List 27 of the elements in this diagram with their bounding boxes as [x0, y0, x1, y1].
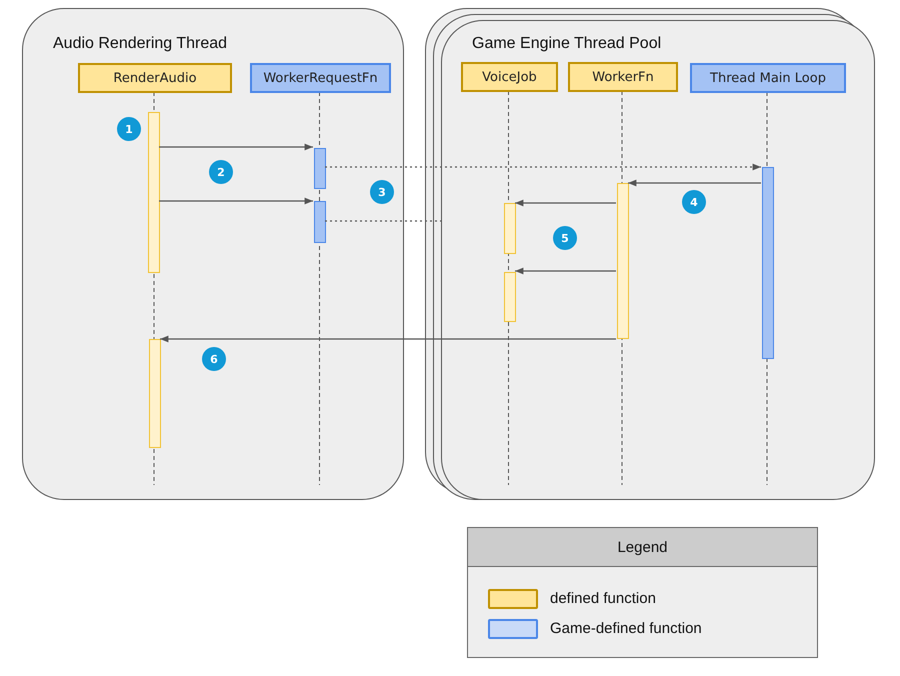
- arrow: [159, 198, 313, 204]
- thread-group-panel: [441, 20, 875, 500]
- lifeline-header: RenderAudio: [78, 63, 232, 93]
- activation-bar: [762, 167, 774, 359]
- activation-bar: [504, 272, 516, 322]
- arrow: [515, 200, 616, 206]
- activation-bar: [148, 112, 160, 273]
- arrow: [628, 180, 761, 186]
- lifeline-header: Thread Main Loop: [690, 63, 846, 93]
- arrow: [159, 144, 313, 150]
- group-title: Game Engine Thread Pool: [472, 35, 662, 53]
- activation-bar: [617, 183, 629, 339]
- activation-bar: [504, 203, 516, 254]
- activation-bar: [314, 201, 326, 243]
- activation-bar: [149, 339, 161, 448]
- legend-text: defined function: [550, 590, 656, 607]
- group-title: Audio Rendering Thread: [53, 35, 228, 53]
- arrow: [160, 336, 616, 342]
- lifeline-header: VoiceJob: [461, 62, 558, 92]
- thread-group-panel: [22, 8, 404, 500]
- legend-text: Game-defined function: [550, 620, 702, 637]
- activation-bar: [314, 148, 326, 189]
- lifeline-header: WorkerFn: [568, 62, 678, 92]
- arrow: [515, 268, 616, 274]
- arrow: [325, 164, 761, 170]
- lifeline-header: WorkerRequestFn: [250, 63, 391, 93]
- legend-title: Legend: [468, 528, 817, 567]
